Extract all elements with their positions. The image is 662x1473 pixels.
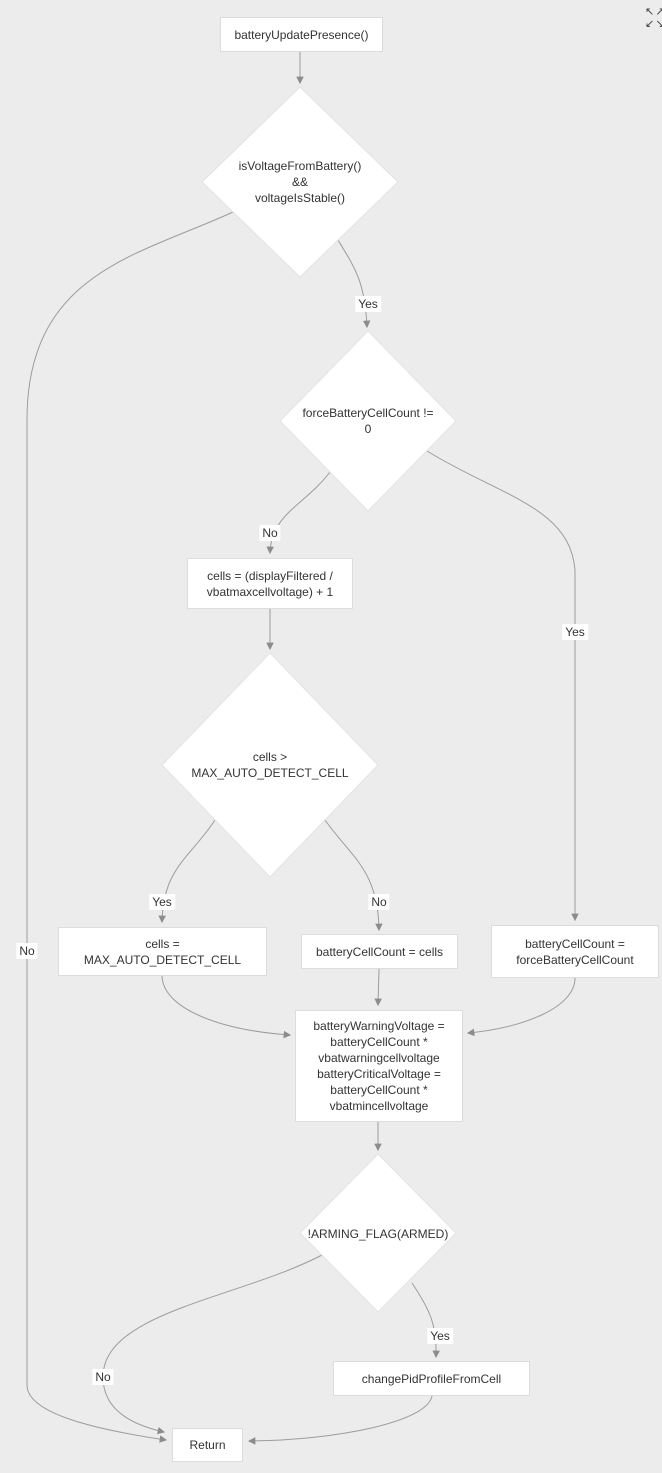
- edge-pid-to-return: [247, 1395, 433, 1445]
- decision-max-auto-detect-shape: [161, 652, 379, 878]
- edge-force-no: [266, 471, 331, 555]
- edge-label-voltage-no: No: [16, 943, 38, 959]
- node-return: Return: [172, 1428, 243, 1462]
- edge-label-force-yes: Yes: [562, 624, 588, 640]
- expand-icon[interactable]: ↖↗ ↙↘: [645, 6, 662, 32]
- edge-armed-yes: [411, 1282, 440, 1359]
- edge-cellcount-to-calc: [374, 968, 382, 1007]
- edge-force-yes: [426, 450, 579, 922]
- decision-voltage-stable-shape: [201, 86, 399, 278]
- decision-not-armed-shape: [299, 1153, 457, 1313]
- edge-forced-to-calc: [466, 977, 576, 1037]
- expand-icon-bottom-arrows: ↙↘: [645, 18, 662, 30]
- node-calc-warning-voltages: batteryWarningVoltage = batteryCellCount…: [295, 1010, 463, 1122]
- node-calc-cells: cells = (displayFiltered / vbatmaxcellvo…: [187, 558, 353, 609]
- edge-armed-no-to-return: [102, 1254, 323, 1435]
- node-set-cell-count-from-cells: batteryCellCount = cells: [301, 934, 458, 969]
- node-set-cell-count-forced: batteryCellCount = forceBatteryCellCount: [491, 925, 659, 978]
- edge-label-max-yes: Yes: [149, 894, 175, 910]
- edge-clamp-to-calc: [161, 975, 292, 1039]
- decision-force-cell-count-shape: [279, 330, 457, 512]
- node-change-pid-profile: changePidProfileFromCell: [333, 1361, 530, 1396]
- edge-label-armed-no: No: [92, 1369, 114, 1385]
- edge-label-max-no: No: [368, 894, 390, 910]
- edge-label-armed-yes: Yes: [427, 1328, 453, 1344]
- edge-max-no: [324, 819, 383, 932]
- edge-voltage-no-to-return: [26, 211, 234, 1443]
- edge-label-force-no: No: [259, 525, 281, 541]
- edge-voltage-yes: [337, 239, 371, 329]
- node-clamp-cells: cells = MAX_AUTO_DETECT_CELL: [58, 927, 267, 976]
- node-battery-update-presence: batteryUpdatePresence(): [220, 17, 383, 52]
- expand-icon-top-arrows: ↖↗: [645, 6, 662, 18]
- edge-label-voltage-yes: Yes: [355, 296, 381, 312]
